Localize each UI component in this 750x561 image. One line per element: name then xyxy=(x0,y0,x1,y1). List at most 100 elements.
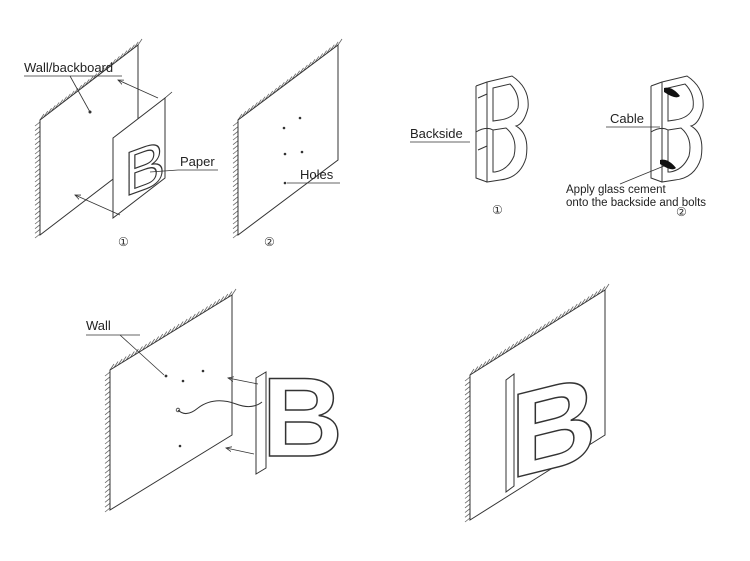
hatch-mark xyxy=(231,288,237,296)
step5-letter-side xyxy=(255,371,267,475)
hatch-mark xyxy=(104,405,111,411)
hatch-mark xyxy=(104,429,111,435)
hole xyxy=(283,181,287,185)
hatch-mark xyxy=(232,121,239,127)
hatch-mark xyxy=(211,301,216,308)
hatch-mark xyxy=(138,346,143,353)
hatch-mark xyxy=(178,321,184,328)
hatch-mark xyxy=(34,131,41,136)
hatch-mark xyxy=(232,219,239,225)
hatch-mark xyxy=(104,386,111,391)
hatch-mark xyxy=(219,296,225,303)
hatch-mark xyxy=(464,376,471,382)
step3-panel: Backside ① xyxy=(410,75,529,217)
hatch-mark xyxy=(232,159,239,164)
hatch-mark xyxy=(104,497,111,503)
step1-paper-sheet xyxy=(112,96,166,220)
hatch-mark xyxy=(232,229,239,234)
hole xyxy=(181,379,185,383)
hatch-mark xyxy=(232,154,239,159)
hatch-mark xyxy=(223,293,229,301)
hatch-mark xyxy=(232,135,239,141)
hatch-mark xyxy=(104,502,111,508)
hatch-mark xyxy=(34,187,41,192)
hatch-mark xyxy=(166,328,172,336)
hatch-mark xyxy=(232,168,239,173)
hatch-mark xyxy=(464,512,471,518)
hatch-mark xyxy=(34,154,41,159)
hatch-mark xyxy=(464,498,471,504)
hatch-mark xyxy=(337,38,343,46)
step4-letter-outline xyxy=(661,75,704,183)
step1-paper-label: Paper xyxy=(180,154,215,169)
hatch-mark xyxy=(232,233,239,239)
hole xyxy=(298,116,302,120)
hatch-mark xyxy=(34,191,41,197)
hatch-mark xyxy=(464,409,471,415)
hole xyxy=(300,150,304,154)
hatch-mark xyxy=(232,205,239,211)
hatch-mark xyxy=(464,517,471,523)
hatch-mark xyxy=(104,371,111,377)
hatch-mark xyxy=(464,386,471,391)
hatch-mark xyxy=(232,210,239,215)
hatch-mark xyxy=(104,420,111,425)
hatch-mark xyxy=(104,449,111,455)
hatch-mark xyxy=(113,361,119,368)
step1-number: ① xyxy=(118,235,129,249)
step2-holes-label: Holes xyxy=(300,167,334,182)
hatch-mark xyxy=(464,423,471,429)
hatch-mark xyxy=(232,177,239,183)
hatch-mark xyxy=(104,425,111,430)
hatch-mark xyxy=(604,283,610,291)
hatch-mark xyxy=(104,381,111,387)
step1-wall-label: Wall/backboard xyxy=(24,60,113,75)
hole xyxy=(283,152,287,156)
hatch-mark xyxy=(464,428,471,434)
hatch-mark xyxy=(464,451,471,457)
step4-number: ② xyxy=(676,205,687,219)
hatch-mark xyxy=(232,126,239,131)
step3-number: ① xyxy=(492,203,503,217)
hatch-mark xyxy=(34,201,41,206)
glass-cement-bottom xyxy=(660,159,676,170)
hatch-mark xyxy=(34,173,41,178)
hatch-mark xyxy=(232,201,239,206)
hatch-mark xyxy=(109,363,115,371)
hatch-mark xyxy=(174,323,180,331)
hatch-mark xyxy=(464,465,471,471)
hatch-mark xyxy=(34,182,41,187)
hatch-mark xyxy=(34,229,41,234)
step4-cement-line1: Apply glass cement xyxy=(566,184,667,196)
hatch-mark xyxy=(464,494,471,499)
hatch-mark xyxy=(104,376,111,382)
hatch-mark xyxy=(464,503,471,509)
hatch-mark xyxy=(104,483,111,489)
hatch-mark xyxy=(464,456,471,462)
hatch-mark xyxy=(34,177,41,183)
hatch-mark xyxy=(191,313,196,321)
hatch-mark xyxy=(232,224,239,229)
hatch-mark xyxy=(150,338,155,346)
hatch-mark xyxy=(464,437,471,443)
hatch-mark xyxy=(104,507,111,513)
hatch-mark xyxy=(34,126,41,131)
hatch-mark xyxy=(232,173,239,178)
hatch-mark xyxy=(232,163,239,169)
hatch-mark xyxy=(34,210,41,215)
hatch-mark xyxy=(464,414,471,419)
hatch-mark xyxy=(186,316,192,323)
step1-letter-template: B xyxy=(124,126,165,211)
hatch-mark xyxy=(34,135,41,141)
hatch-mark xyxy=(34,215,41,220)
hatch-mark xyxy=(182,318,188,326)
hatch-mark xyxy=(227,291,233,298)
hatch-mark xyxy=(232,182,239,187)
hatch-mark xyxy=(232,149,239,155)
hatch-mark xyxy=(464,381,471,387)
step5-panel: B Wall xyxy=(86,288,344,513)
hatch-mark xyxy=(203,306,208,313)
hatch-mark xyxy=(34,205,41,211)
hatch-mark xyxy=(104,493,111,498)
hatch-mark xyxy=(34,145,41,150)
